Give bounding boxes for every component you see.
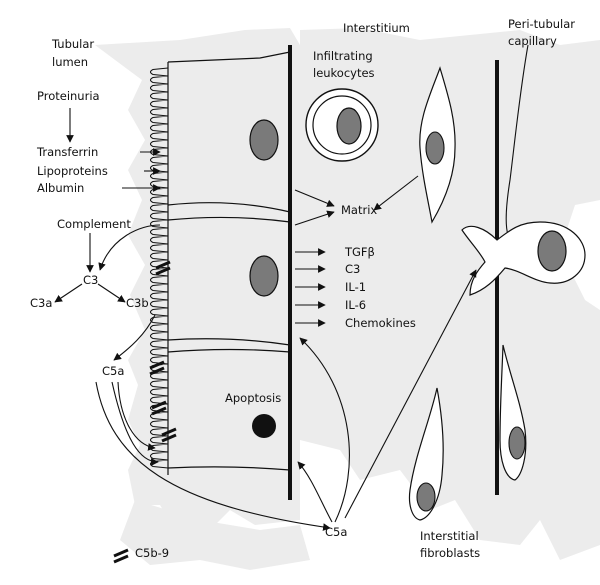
cell-boundary-3 xyxy=(167,466,291,471)
label-peritubular-2: capillary xyxy=(508,34,557,48)
label-transferrin: Transferrin xyxy=(36,145,98,159)
label-peritubular-1: Peri-tubular xyxy=(508,17,575,31)
arrows xyxy=(54,108,477,531)
label-albumin: Albumin xyxy=(37,181,84,195)
cell-boundary-1b xyxy=(167,216,291,223)
endothelial-lining xyxy=(505,44,529,236)
epithelial-nucleus-1 xyxy=(249,119,279,161)
label-fibroblasts-2: fibroblasts xyxy=(420,546,480,560)
label-il6: IL-6 xyxy=(345,298,366,312)
fibroblast-lower-left xyxy=(408,387,444,521)
infiltrating-leukocyte xyxy=(305,88,379,162)
label-c5b9-legend: C5b-9 xyxy=(135,546,169,560)
cell-1-outline xyxy=(167,51,291,63)
label-complement: Complement xyxy=(57,217,131,231)
label-infiltrating-2: leukocytes xyxy=(313,66,375,80)
fibroblast-lower-right xyxy=(499,344,527,481)
label-il1: IL-1 xyxy=(345,280,366,294)
label-lipoproteins: Lipoproteins xyxy=(37,164,108,178)
epithelial-nucleus-2 xyxy=(249,255,279,297)
label-chemokines: Chemokines xyxy=(345,316,416,330)
fibroblast-upper xyxy=(419,66,456,224)
label-c3b: C3b xyxy=(126,296,149,310)
c5b9-marks xyxy=(113,260,177,564)
cell-boundary-1 xyxy=(167,202,291,213)
label-apoptosis: Apoptosis xyxy=(225,391,281,405)
cell-boundary-2 xyxy=(167,338,291,346)
labels: Tubular lumen Proteinuria Transferrin Li… xyxy=(30,17,575,560)
label-proteinuria: Proteinuria xyxy=(37,89,100,103)
capillary-endothelial-cell xyxy=(461,221,586,296)
apoptotic-body xyxy=(252,414,276,438)
label-interstitium: Interstitium xyxy=(343,21,410,35)
label-c5a-bottom: C5a xyxy=(325,525,347,539)
label-infiltrating-1: Infiltrating xyxy=(313,49,373,63)
label-c3a: C3a xyxy=(30,296,52,310)
cell-boundary-2b xyxy=(167,348,291,353)
label-matrix: Matrix xyxy=(341,203,377,217)
label-tgfb: TGFβ xyxy=(344,245,375,259)
label-fibroblasts-1: Interstitial xyxy=(420,529,479,543)
label-c3-right: C3 xyxy=(345,262,360,276)
label-c3-left: C3 xyxy=(83,273,98,287)
label-tubular-lumen-1: Tubular xyxy=(51,37,94,51)
label-c5a-left: C5a xyxy=(102,364,124,378)
label-tubular-lumen-2: lumen xyxy=(52,55,88,69)
